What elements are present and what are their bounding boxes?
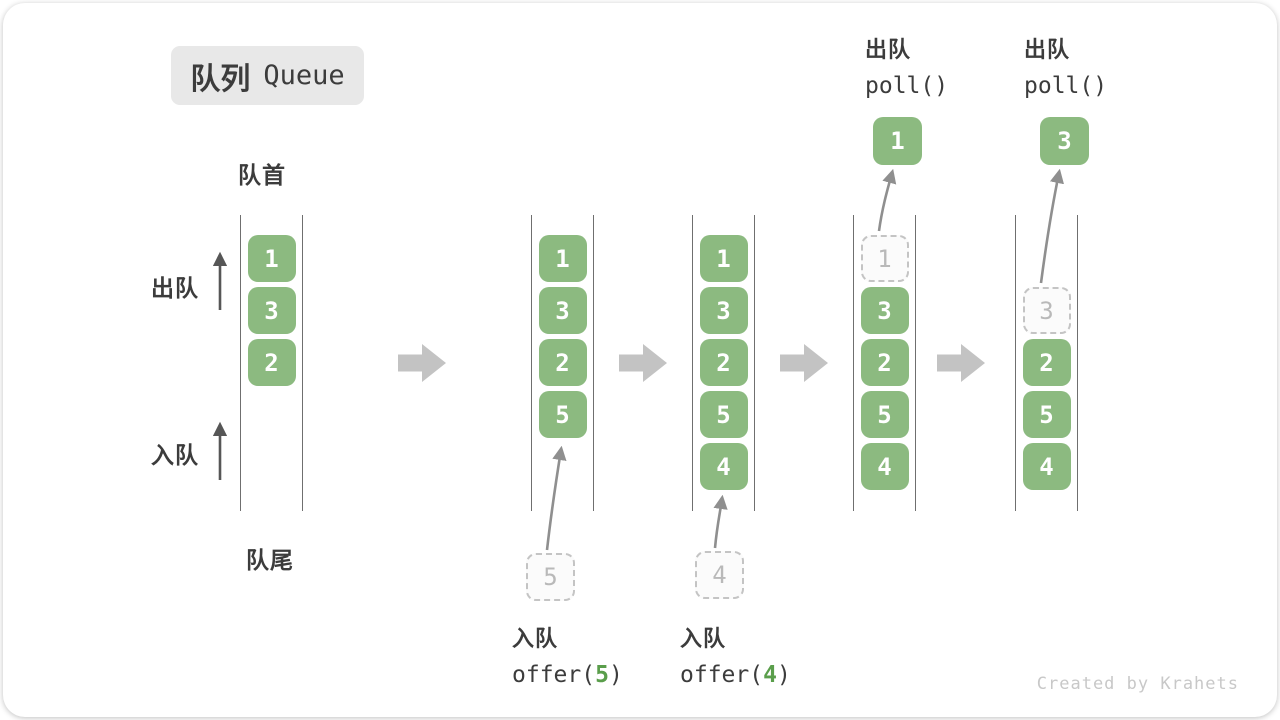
outgoing-box-1: 1: [873, 117, 922, 165]
queue-5-slot-3-removed: 3: [1022, 287, 1071, 334]
flow-arrow-4: [937, 344, 985, 382]
title-en: Queue: [263, 60, 345, 91]
queue-state-2: 1 3 2 5: [530, 215, 594, 511]
queue-1-slot-1: 1: [247, 235, 296, 282]
queue-4-slot-5: 5: [860, 391, 909, 438]
header-poll-1-zh: 出队: [865, 37, 912, 62]
queue-state-1: 1 3 2: [239, 215, 303, 511]
header-poll-3: 出队 poll(): [1024, 32, 1107, 99]
queue-5-slot-2: 2: [1022, 339, 1071, 386]
queue-2-slot-3: 3: [538, 287, 587, 334]
queue-3-slot-3: 3: [699, 287, 748, 334]
incoming-box-5: 5: [526, 553, 575, 601]
incoming-box-4: 4: [695, 551, 744, 599]
label-dequeue: 出队: [151, 275, 199, 301]
queue-2-slot-2: 2: [538, 339, 587, 386]
queue-2-slot-5: 5: [538, 391, 587, 438]
caption-offer5: 入队 offer(5): [512, 621, 623, 688]
diagram-card: 队列 Queue 队首 队尾 出队 入队 1 3 2 1 3 2 5 1 3 2 5 4 1 3 2 5 4 3 2…: [3, 3, 1277, 717]
flow-arrow-2: [619, 344, 667, 382]
title-box: 队列 Queue: [171, 46, 364, 105]
header-poll-3-zh: 出队: [1024, 37, 1071, 62]
queue-1-slot-2: 2: [247, 339, 296, 386]
label-enqueue: 入队: [151, 442, 199, 468]
caption-offer4-code: offer(4): [680, 662, 791, 688]
header-poll-3-code: poll(): [1024, 73, 1108, 99]
header-poll-1-code: poll(): [865, 73, 949, 99]
title-zh: 队列: [190, 62, 251, 96]
queue-3-slot-5: 5: [699, 391, 748, 438]
flow-arrow-3: [780, 344, 828, 382]
queue-3-slot-2: 2: [699, 339, 748, 386]
outgoing-box-3: 3: [1040, 117, 1089, 165]
queue-5-slot-5: 5: [1022, 391, 1071, 438]
queue-4-slot-4: 4: [860, 443, 909, 490]
watermark: Created by Krahets: [1036, 674, 1239, 694]
queue-4-slot-2: 2: [860, 339, 909, 386]
header-poll-1: 出队 poll(): [865, 32, 948, 99]
caption-offer5-code: offer(5): [512, 662, 623, 688]
queue-state-5: 3 2 5 4: [1014, 215, 1078, 511]
flow-arrow-1: [398, 344, 446, 382]
label-queue-front: 队首: [238, 162, 286, 188]
queue-3-slot-1: 1: [699, 235, 748, 282]
queue-1-slot-3: 3: [247, 287, 296, 334]
queue-4-slot-1-removed: 1: [860, 235, 909, 282]
queue-state-3: 1 3 2 5 4: [691, 215, 755, 511]
caption-offer4-zh: 入队: [680, 626, 727, 651]
queue-4-slot-3: 3: [860, 287, 909, 334]
queue-5-slot-4: 4: [1022, 443, 1071, 490]
queue-2-slot-1: 1: [538, 235, 587, 282]
queue-3-slot-4: 4: [699, 443, 748, 490]
queue-state-4: 1 3 2 5 4: [852, 215, 916, 511]
arrows-overlay: [212, 168, 1064, 551]
caption-offer5-zh: 入队: [512, 626, 559, 651]
caption-offer4: 入队 offer(4): [680, 621, 791, 688]
label-queue-rear: 队尾: [246, 547, 294, 573]
